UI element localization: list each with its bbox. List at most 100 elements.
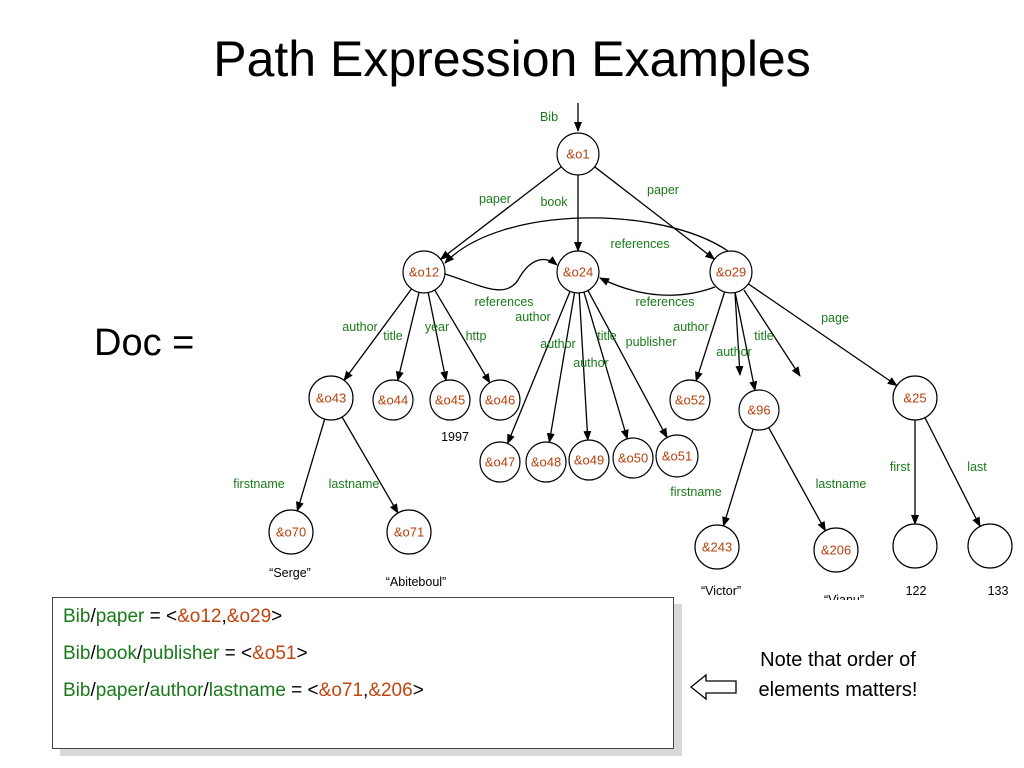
node-label-n25: &25 [903, 391, 926, 406]
edge-o24-o48 [546, 292, 576, 444]
edge-label-firstname: firstname [670, 485, 721, 499]
node-n206 [813, 527, 859, 573]
edge-o1-o29 [594, 166, 716, 260]
expression-token: paper [95, 680, 145, 701]
expression-token: / [90, 606, 96, 627]
expression-token: > [296, 643, 308, 664]
expression-token: / [90, 680, 96, 701]
node-label-o43: &o43 [316, 391, 346, 406]
value-n243: “Victor” [701, 584, 741, 598]
edge-label-references: references [474, 295, 533, 309]
expression-line-2: Bib/book/publisher = <&o51> [63, 643, 308, 665]
edge-label-author: author [342, 320, 377, 334]
node-o1 [556, 132, 600, 176]
node-o50 [612, 437, 654, 479]
expression-token: = < [285, 680, 319, 701]
node-label-n243: &243 [702, 540, 732, 555]
edge-label-last: last [967, 460, 987, 474]
node-o43 [308, 375, 354, 421]
edge-o1-o12 [439, 166, 562, 260]
doc-label: Doc = [94, 322, 195, 364]
node-o46 [479, 379, 521, 421]
edge-ref-o12-o24 [444, 256, 558, 291]
expression-token: author [149, 680, 204, 701]
node-label-n96: &96 [747, 403, 770, 418]
edge-label-lastname: lastname [329, 477, 380, 491]
expression-token: lastname [208, 680, 286, 701]
expression-token: book [95, 643, 137, 664]
value-o71: “Abiteboul” [386, 575, 446, 589]
node-label-o50: &o50 [618, 451, 648, 466]
edge-o29-author-stub [734, 292, 744, 376]
slide-title: Path Expression Examples [213, 31, 811, 87]
expression-token: &o29 [226, 606, 272, 627]
expression-token: publisher [142, 643, 220, 664]
node-label-n206: &206 [821, 543, 851, 558]
edge-label-page: page [821, 311, 849, 325]
note-line-1: Note that order of [760, 649, 916, 671]
value-o45: 1997 [441, 430, 469, 444]
expression-token: / [136, 643, 143, 664]
node-last [967, 523, 1013, 569]
edge-label-publisher: publisher [626, 335, 677, 349]
node-o24 [556, 250, 600, 294]
edge-label-author: author [716, 345, 751, 359]
expression-token: , [363, 680, 369, 701]
root-label: Bib [540, 110, 558, 124]
edge-label-paper: paper [479, 192, 511, 206]
edge-o24-o47 [506, 291, 571, 445]
edge-o29-n96 [734, 292, 758, 392]
expression-token: / [203, 680, 209, 701]
edge-n96-n206 [768, 427, 826, 532]
edge-ref-o29-o12 [444, 217, 729, 264]
expression-token: Bib [63, 680, 91, 701]
node-label-o51: &o51 [662, 449, 692, 464]
path-expression-box: Bib/paper = <&o12,&o29> Bib/book/publish… [52, 597, 674, 749]
edge-o43-o71 [341, 416, 399, 514]
edge-label-author: author [573, 356, 608, 370]
expression-token: &o71 [318, 680, 364, 701]
edge-label-author: author [673, 320, 708, 334]
edge-o29-o52 [695, 291, 726, 382]
edge-o12-o45 [427, 292, 449, 382]
node-label-o12: &o12 [409, 265, 439, 280]
edge-o12-o46 [434, 289, 491, 384]
edge-label-book: book [540, 195, 568, 209]
edge-n25-last [924, 417, 981, 528]
edge-label-http: http [466, 329, 487, 343]
node-label-o46: &o46 [485, 393, 515, 408]
node-label-o48: &o48 [531, 455, 561, 470]
value-o70: “Serge” [269, 566, 311, 580]
edge-o24-o51 [587, 290, 668, 439]
node-o47 [479, 441, 521, 483]
edge-n96-n243 [722, 428, 754, 527]
node-o29 [709, 250, 753, 294]
edge-label-lastname: lastname [816, 477, 867, 491]
node-first [892, 523, 938, 569]
edge-label-author: author [540, 337, 575, 351]
value-last: 133 [988, 584, 1009, 598]
note-text: Note that order of elements matters! [728, 645, 948, 705]
expression-token: paper [95, 606, 145, 627]
expression-token: &o12 [177, 606, 222, 627]
expression-token: = < [219, 643, 253, 664]
expression-line-1: Bib/paper = <&o12,&o29> [63, 606, 282, 628]
edge-o43-o70 [296, 418, 326, 512]
edge-o12-o44 [395, 292, 420, 382]
node-o52 [669, 379, 711, 421]
edge-label-references: references [635, 295, 694, 309]
edge-label-year: year [425, 320, 449, 334]
expression-token: > [412, 680, 424, 701]
edge-label-author: author [515, 310, 550, 324]
node-o45 [429, 379, 471, 421]
edge-label-first: first [890, 460, 911, 474]
node-label-o71: &o71 [394, 525, 424, 540]
value-n206: “Vianu” [824, 593, 864, 600]
edge-label-title: title [597, 329, 617, 343]
oem-graph-diagram: &o1&o12&o24&o29&o43&o44&o45&o46&o47&o48&… [233, 103, 1013, 600]
node-o49 [568, 439, 610, 481]
edge-o29-title-stub [743, 289, 801, 377]
edge-label-references: references [610, 237, 669, 251]
edge-label-paper: paper [647, 183, 679, 197]
expression-token: Bib [63, 643, 91, 664]
